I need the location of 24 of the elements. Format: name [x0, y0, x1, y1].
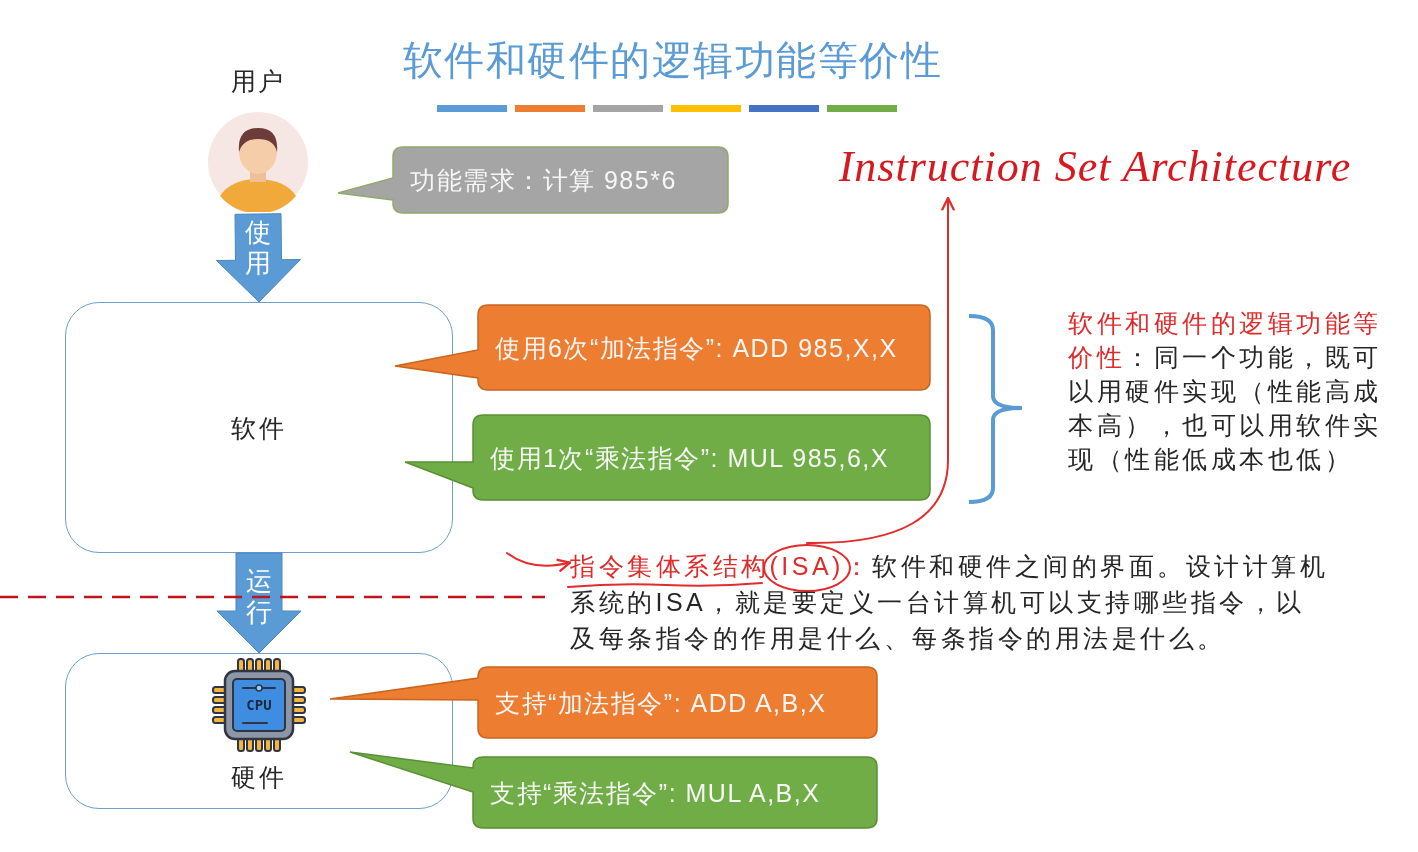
speech-bubble — [329, 666, 878, 739]
box-label: 硬件 — [231, 762, 287, 793]
box-label: 软件 — [231, 412, 287, 444]
bubble-text: 功能需求：计算 985*6 — [410, 165, 677, 196]
bubble-text: 使用1次“乘法指令”: MUL 985,6,X — [490, 442, 889, 474]
edge-label: 运行 — [246, 566, 272, 629]
edge-label: 使用 — [245, 217, 271, 280]
bubble-text: 支持“乘法指令”: MUL A,B,X — [490, 777, 821, 809]
block-arrow — [216, 213, 301, 303]
speech-bubble — [394, 304, 931, 391]
speech-bubble — [404, 414, 931, 501]
bubble-text: 支持“加法指令”: ADD A,B,X — [495, 687, 827, 719]
annotation-arrow — [506, 552, 572, 572]
bubble-text: 使用6次“加法指令”: ADD 985,X,X — [495, 332, 898, 364]
equivalence-note: 软件和硬件的逻辑功能等价性：同一个功能，既可以用硬件实现（性能高成本高），也可以用软件实现（性能低成本也低） — [1068, 308, 1383, 475]
user-label: 用户 — [231, 66, 285, 96]
definition-paragraph: 指令集体系结构(ISA)：软件和硬件之间的界面。设计计算机系统的ISA，就是要定义一台计算机可以支持哪些指令，以及每条指令的作用是什么、每条指令的用法是什么。 — [570, 548, 1332, 660]
chip-label: CPU — [245, 697, 273, 713]
annotation-arrow — [806, 196, 955, 544]
speech-bubble — [349, 751, 878, 829]
speech-bubble — [337, 146, 729, 214]
handwritten-note: Instruction Set Architecture — [815, 136, 1375, 198]
title: 软件和硬件的逻辑功能等价性 — [401, 37, 944, 84]
block-arrow — [216, 552, 302, 654]
